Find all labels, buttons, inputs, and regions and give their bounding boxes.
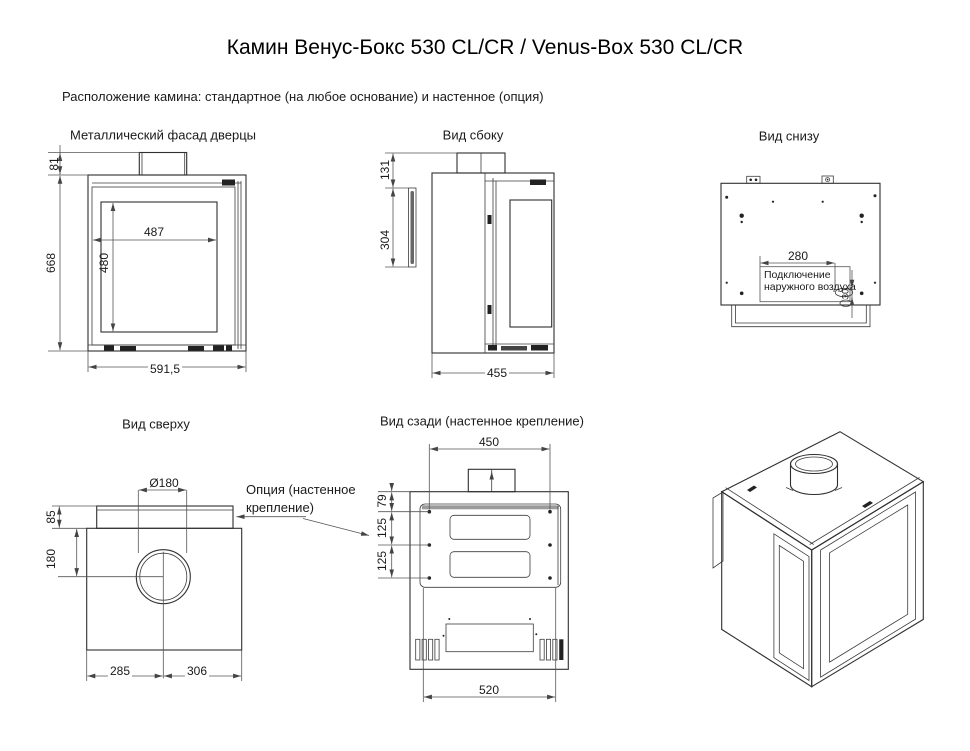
air-note-line1: Подключение <box>764 269 831 281</box>
dim-front-height: 668 <box>44 252 58 274</box>
bottom-view-label: Вид снизу <box>758 128 820 144</box>
dim-rear-bottom-width: 520 <box>476 683 502 697</box>
dim-rear-hole-gap-1: 125 <box>375 517 389 539</box>
dim-bottom-air-height: 30 <box>840 288 852 300</box>
dim-rear-hole-gap-2: 125 <box>375 550 389 572</box>
dim-side-flue-height: 131 <box>378 159 392 181</box>
rear-view-label: Вид сзади (настенное крепление) <box>380 413 584 429</box>
dim-rear-holes-width: 450 <box>478 435 500 449</box>
page-subtitle: Расположение камина: стандартное (на люб… <box>62 89 544 104</box>
top-view-label: Вид сверху <box>122 416 190 432</box>
dim-top-flue-diameter: Ø180 <box>149 476 179 490</box>
dim-front-glass-height: 480 <box>97 252 111 274</box>
dim-top-right-half: 306 <box>184 664 210 678</box>
dim-side-glass-height: 304 <box>378 229 392 251</box>
side-view-drawing <box>385 152 555 378</box>
front-view-label: Металлический фасад дверцы <box>69 127 257 143</box>
dim-front-glass-width: 487 <box>143 225 165 239</box>
dim-top-flue-center: 180 <box>44 548 58 570</box>
dim-top-bracket-depth: 85 <box>44 510 58 524</box>
dim-top-left-half: 285 <box>107 664 133 678</box>
bottom-view-drawing <box>720 175 881 328</box>
isometric-view-drawing <box>712 431 925 688</box>
dim-bottom-air-width: 280 <box>787 249 809 263</box>
dim-front-width: 591,5 <box>147 362 183 376</box>
air-note-line2: наружного воздуха <box>764 281 856 293</box>
dim-rear-hole-top-offset: 79 <box>375 494 389 508</box>
option-note-line1: Опция (настенное <box>246 482 356 497</box>
page-title: Камин Венус-Бокс 530 CL/CR / Venus-Box 5… <box>226 36 744 59</box>
side-view-label: Вид сбоку <box>442 127 504 143</box>
option-note-line2: крепление) <box>246 500 315 515</box>
dim-front-flue-height: 81 <box>47 157 61 171</box>
top-view-drawing <box>52 487 370 681</box>
dim-side-depth: 455 <box>484 366 510 380</box>
rear-view-drawing <box>378 444 569 702</box>
front-view-drawing <box>48 145 247 372</box>
